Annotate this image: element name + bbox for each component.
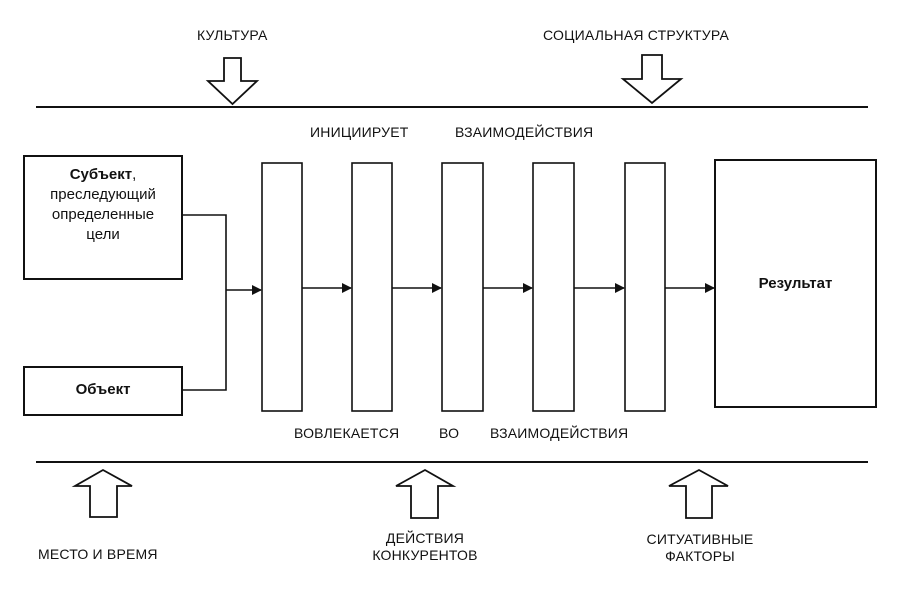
interaction-top-label: ВЗАИМОДЕЙСТВИЯ	[455, 124, 594, 140]
place-time-up-arrow	[71, 468, 133, 518]
object-label: Объект	[75, 381, 131, 398]
stage-5-box	[624, 162, 666, 412]
in-label: ВО	[439, 425, 460, 441]
result-label: Результат	[758, 275, 833, 292]
object-connector	[182, 290, 227, 391]
stage-4-box	[532, 162, 575, 412]
initiates-label: ИНИЦИИРУЕТ	[310, 124, 409, 140]
stage-2-box	[351, 162, 393, 412]
subject-box-text: Субъект, преследующий определенные цели	[24, 165, 182, 245]
competitors-label: ДЕЙСТВИЯ КОНКУРЕНТОВ	[355, 530, 495, 564]
place-time-label: МЕСТО И ВРЕМЯ	[38, 546, 158, 562]
subject-line-4: цели	[86, 226, 120, 243]
subject-line-2: преследующий	[50, 186, 156, 203]
competitors-up-arrow	[395, 468, 457, 519]
social-structure-label: СОЦИАЛЬНАЯ СТРУКТУРА	[543, 27, 730, 43]
stage-1-box	[261, 162, 303, 412]
object-box	[23, 366, 183, 416]
subject-connector	[182, 214, 227, 290]
subject-title: Субъект,	[24, 165, 182, 185]
involved-label: ВОВЛЕКАЕТСЯ	[294, 425, 400, 441]
situational-line-2: ФАКТОРЫ	[665, 548, 735, 564]
competitors-line-1: ДЕЙСТВИЯ	[385, 530, 465, 546]
social-structure-down-arrow	[620, 54, 684, 105]
stage-3-box	[441, 162, 484, 412]
situational-factors-label: СИТУАТИВНЫЕ ФАКТОРЫ	[630, 531, 770, 565]
culture-down-arrow	[205, 57, 260, 106]
situational-up-arrow	[668, 468, 729, 519]
subject-box	[23, 155, 183, 280]
competitors-line-2: КОНКУРЕНТОВ	[372, 547, 478, 563]
result-box	[714, 159, 877, 408]
subject-title-comma: ,	[132, 166, 137, 183]
situational-line-1: СИТУАТИВНЫЕ	[646, 531, 754, 547]
interaction-bottom-label: ВЗАИМОДЕЙСТВИЯ	[490, 425, 629, 441]
subject-title-bold: Субъект	[69, 166, 133, 183]
subject-line-3: определенные	[51, 206, 155, 223]
culture-label: КУЛЬТУРА	[197, 27, 268, 43]
